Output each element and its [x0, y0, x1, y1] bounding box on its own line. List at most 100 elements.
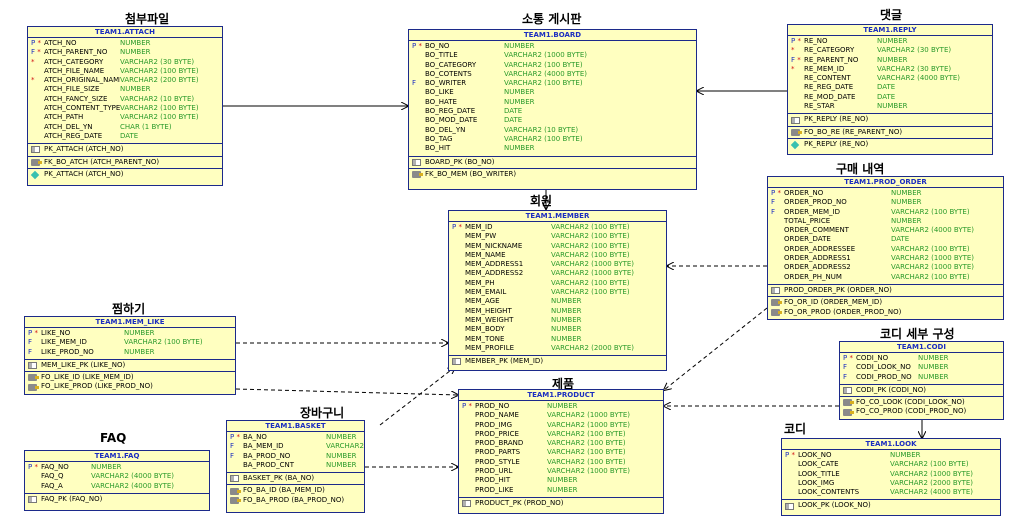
- constraint-item[interactable]: FAQ_PK (FAQ_NO): [25, 495, 209, 504]
- constraint-item[interactable]: FK_BO_MEM (BO_WRITER): [409, 170, 696, 179]
- constraint-item[interactable]: FO_CO_LOOK (CODI_LOOK_NO): [840, 398, 1003, 407]
- constraint-item[interactable]: PK_REPLY (RE_NO): [788, 140, 992, 149]
- constraint-item[interactable]: BASKET_PK (BA_NO): [227, 474, 364, 483]
- constraint-item[interactable]: FO_LIKE_ID (LIKE_MEM_ID): [25, 373, 235, 382]
- constraint-item[interactable]: MEMBER_PK (MEM_ID): [449, 357, 666, 366]
- constraint-item[interactable]: FO_BO_RE (RE_PARENT_NO): [788, 128, 992, 137]
- constraint-item[interactable]: FO_LIKE_PROD (LIKE_PROD_NO): [25, 382, 235, 391]
- constraint-item[interactable]: FO_OR_ID (ORDER_MEM_ID): [768, 298, 1003, 307]
- constraint-item[interactable]: PRODUCT_PK (PROD_NO): [459, 499, 663, 508]
- constraint-item[interactable]: FO_BA_PROD (BA_PROD_NO): [227, 496, 364, 505]
- constraint-item[interactable]: FO_CO_PROD (CODI_PROD_NO): [840, 407, 1003, 416]
- constraint-item[interactable]: FK_BO_ATCH (ATCH_PARENT_NO): [28, 158, 222, 167]
- constraint-item[interactable]: BOARD_PK (BO_NO): [409, 158, 696, 167]
- constraint-item[interactable]: CODI_PK (CODI_NO): [840, 386, 1003, 395]
- constraint-item[interactable]: FO_OR_PROD (ORDER_PROD_NO): [768, 308, 1003, 317]
- constraint-item[interactable]: PK_REPLY (RE_NO): [788, 115, 992, 124]
- constraint-item[interactable]: PROD_ORDER_PK (ORDER_NO): [768, 286, 1003, 295]
- constraint-item[interactable]: PK_ATTACH (ATCH_NO): [28, 170, 222, 179]
- constraint-item[interactable]: FO_BA_ID (BA_MEM_ID): [227, 486, 364, 495]
